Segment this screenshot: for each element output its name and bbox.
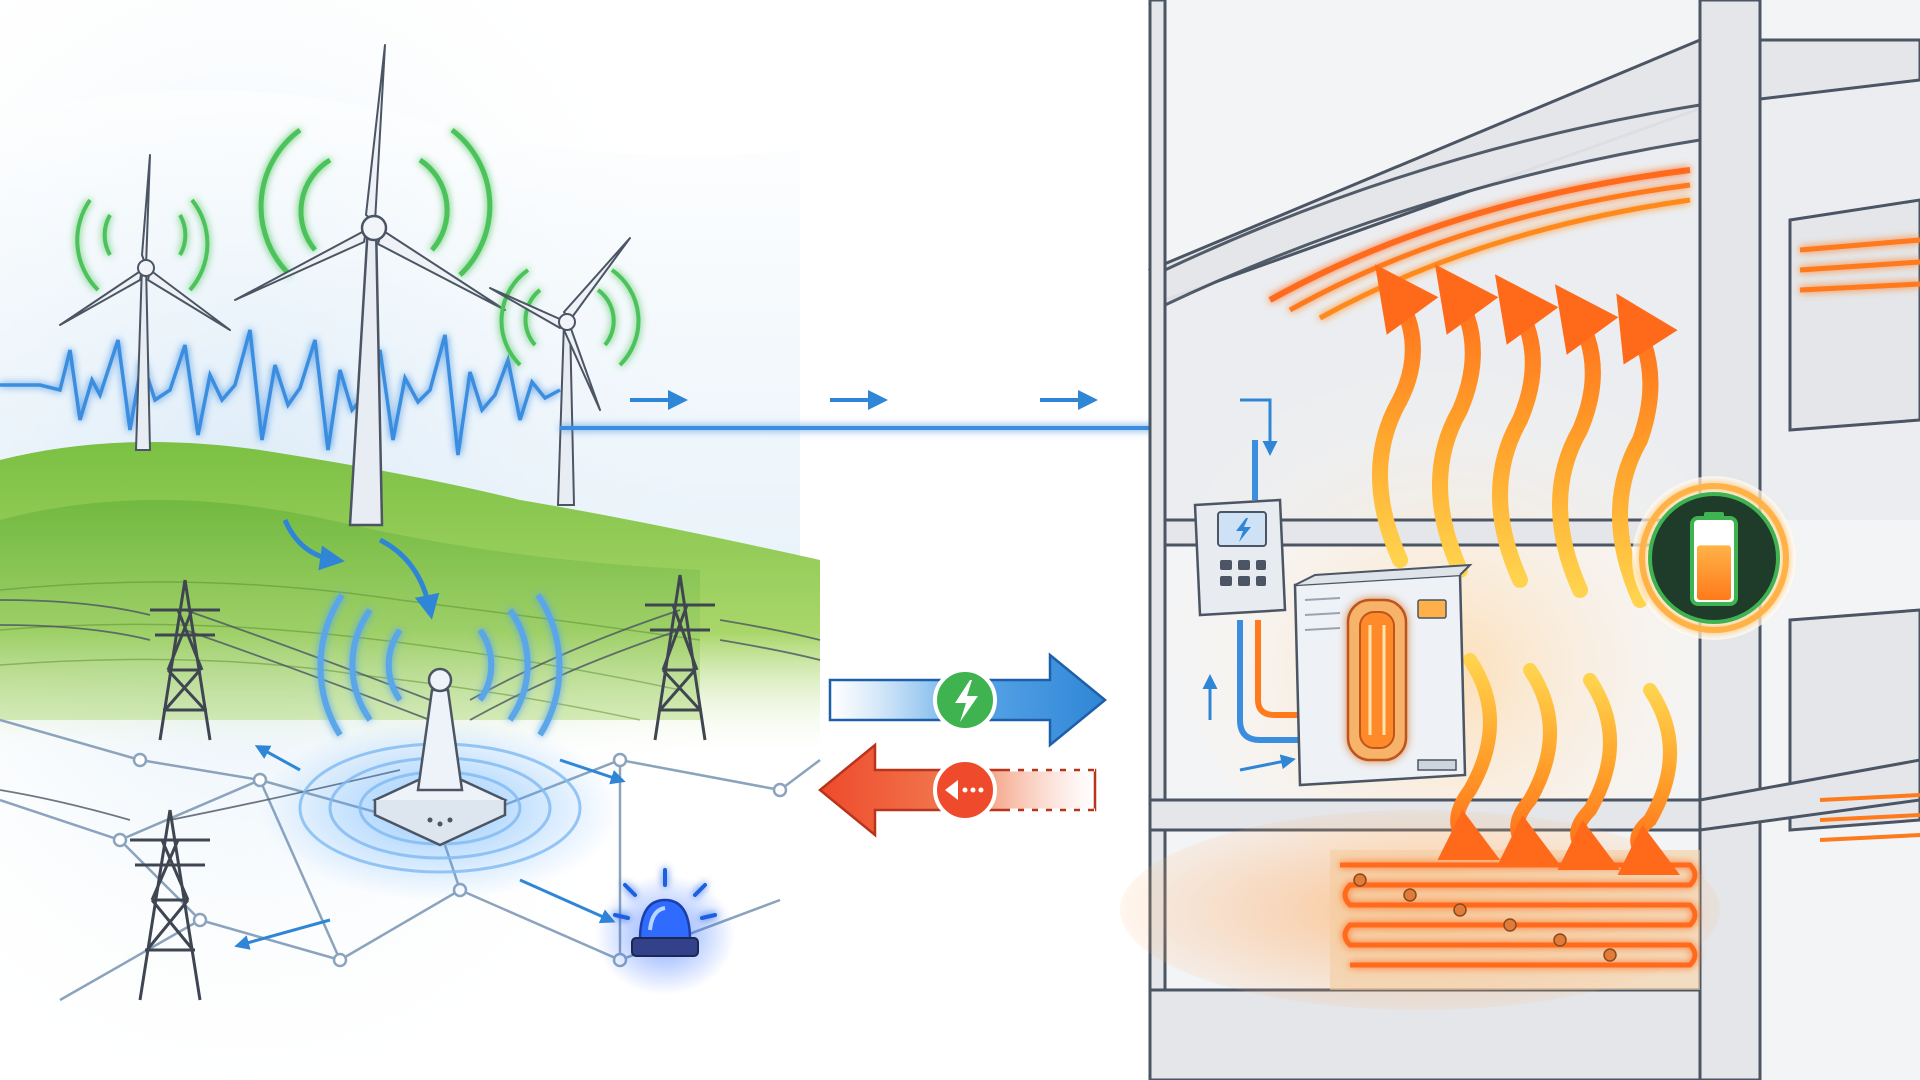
battery-level	[1697, 545, 1731, 600]
ceiling-heating-coil	[1268, 167, 1920, 321]
siren-beacon-icon	[595, 868, 735, 995]
flow-arrow	[282, 518, 440, 620]
heat-exchanger-icon	[1346, 598, 1408, 762]
wind-turbine	[234, 44, 506, 527]
arrow-left-dotted-icon	[945, 780, 984, 800]
building-cutaway	[1120, 0, 1920, 1080]
heat-waves-rising	[1372, 264, 1678, 608]
transmission-pylon	[645, 574, 715, 741]
wind-farm-area	[0, 0, 821, 1080]
heat-pump-unit	[1293, 563, 1473, 787]
wind-turbine	[59, 154, 231, 451]
lightning-icon	[1236, 518, 1251, 542]
battery-status-badge	[1632, 476, 1796, 640]
export-power-arrow	[818, 742, 1097, 838]
energy-controller	[1193, 498, 1287, 617]
flow-arrow	[1202, 398, 1296, 772]
grid-hub	[260, 593, 620, 900]
battery-icon	[1690, 512, 1738, 606]
signal-wave-icon	[317, 593, 563, 737]
lightning-icon	[955, 680, 978, 722]
transmission-pylon	[150, 579, 220, 741]
heat-waves-descending	[1437, 653, 1681, 876]
transmission-pylon	[130, 809, 210, 1001]
signal-wave-icon	[75, 198, 210, 292]
supply-pipe	[1237, 440, 1310, 743]
signal-wave-icon	[258, 127, 493, 277]
power-signal-waveform	[0, 329, 561, 456]
antenna-tower-icon	[416, 667, 464, 792]
signal-wave-icon	[499, 268, 641, 367]
import-power-arrow	[828, 652, 1107, 748]
wind-turbine	[489, 237, 641, 506]
